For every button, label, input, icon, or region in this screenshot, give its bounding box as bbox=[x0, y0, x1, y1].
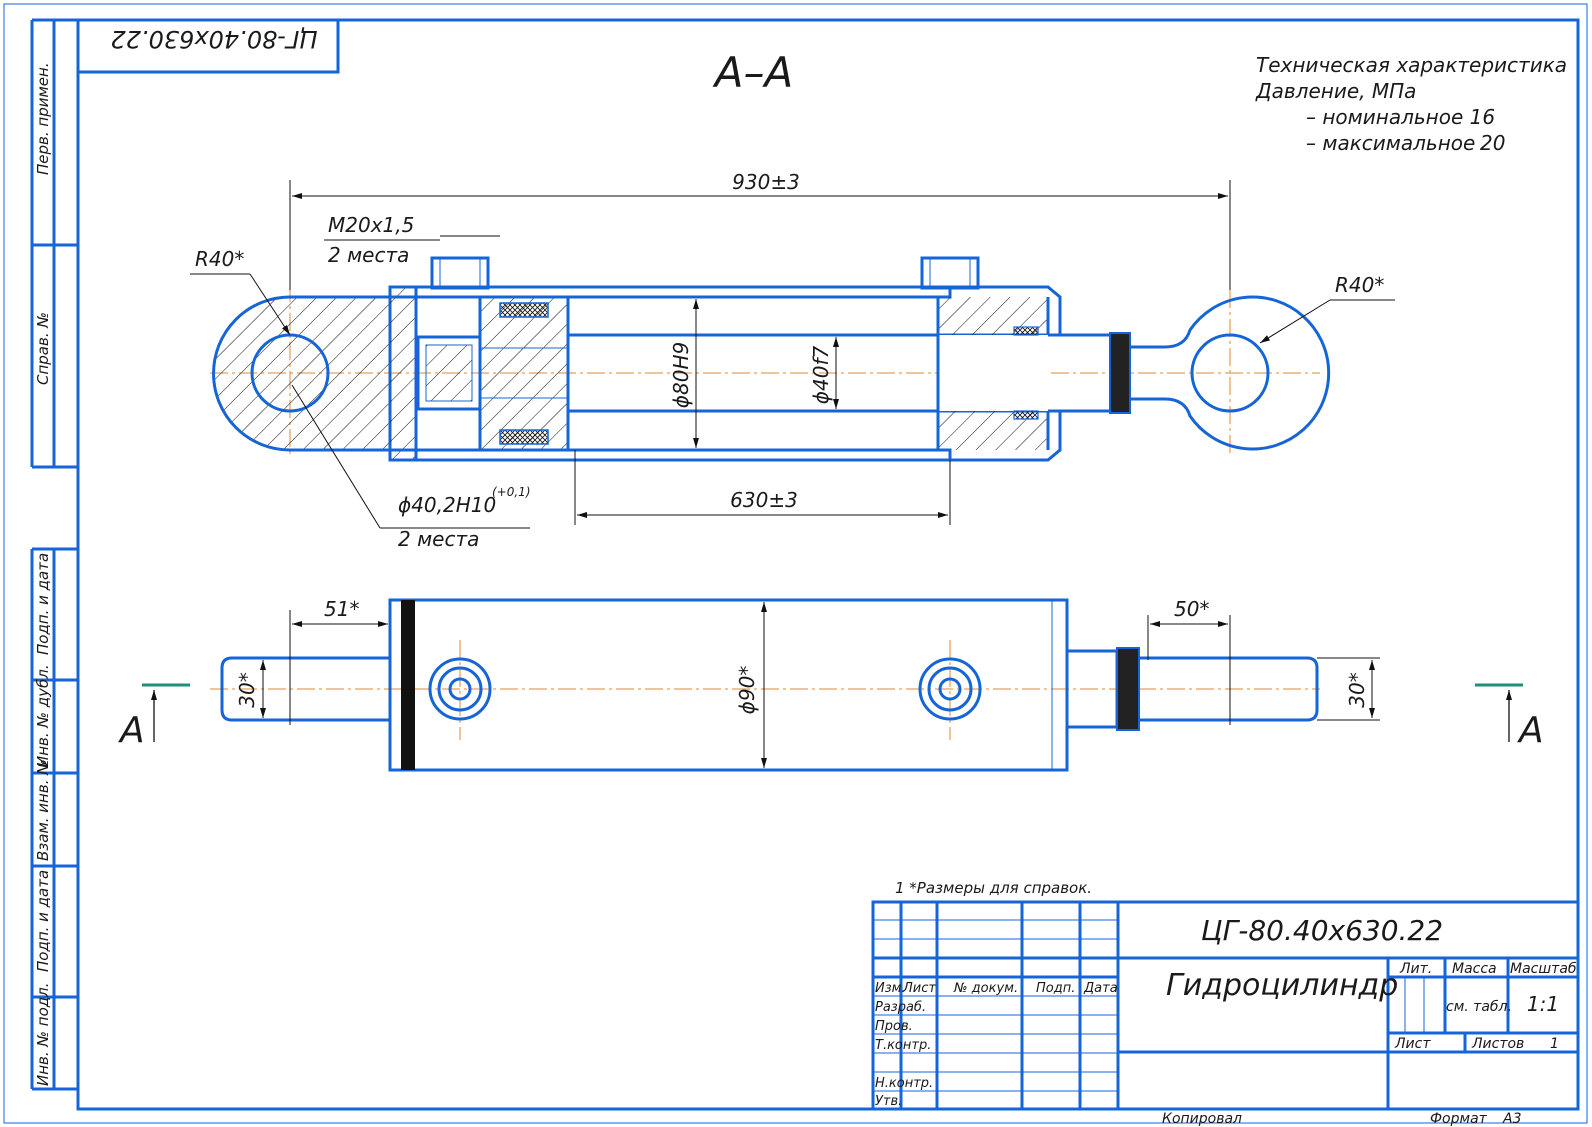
header-stamp: ЦГ-80.40х630.22 bbox=[110, 25, 318, 53]
plan-view bbox=[210, 598, 1320, 772]
side-label-vzam-inv: Взам. инв. № bbox=[34, 759, 52, 861]
section-mark-right-graphic bbox=[1475, 683, 1523, 742]
dim-eye-left-radius: R40* bbox=[195, 247, 244, 271]
tb-lit: Лит. bbox=[1399, 961, 1432, 977]
tb-massa: Масса bbox=[1452, 961, 1497, 977]
tb-row-utv: Утв. bbox=[875, 1094, 902, 1109]
tech-title: Техническая характеристика bbox=[1256, 53, 1567, 77]
side-label-podp-data-1: Подп. и дата bbox=[34, 553, 52, 655]
dim-rod: ϕ40f7 bbox=[809, 346, 833, 405]
section-mark-left-graphic bbox=[142, 683, 190, 742]
dim-right-width: 30* bbox=[1345, 672, 1369, 707]
tech-maximal-value: 20 bbox=[1480, 131, 1505, 155]
dim-eye-right-radius: R40* bbox=[1335, 273, 1384, 297]
side-label-inv-podl: Инв. № подл. bbox=[34, 983, 52, 1086]
tb-masshtab: Масштаб bbox=[1510, 961, 1577, 977]
tb-listov-value: 1 bbox=[1550, 1036, 1559, 1052]
dim-bore-hole-tol: (+0,1) bbox=[492, 485, 531, 499]
tb-name: Гидроцилиндр bbox=[1166, 968, 1398, 1003]
tb-row-nkontr: Н.контр. bbox=[875, 1076, 933, 1091]
tb-format-label: Формат bbox=[1430, 1111, 1488, 1127]
dim-thread-count: 2 места bbox=[328, 243, 409, 267]
tb-col-doc: № докум. bbox=[953, 981, 1018, 996]
side-label-perv-primen: Перв. примен. bbox=[34, 62, 52, 175]
dim-total-length: 930±3 bbox=[732, 170, 800, 194]
tb-col-data: Дата bbox=[1083, 981, 1118, 996]
section-mark-right: А bbox=[1517, 710, 1544, 751]
tb-designation: ЦГ-80.40х630.22 bbox=[1201, 914, 1443, 947]
tb-row-razrab: Разраб. bbox=[875, 1000, 926, 1015]
dim-bore-hole-count: 2 места bbox=[398, 527, 479, 551]
plan-dimensions: 51* 50* 30* 30* ϕ90* bbox=[235, 597, 1380, 768]
tech-maximal-label: – максимальное bbox=[1306, 131, 1475, 155]
tb-row-prov: Пров. bbox=[875, 1019, 913, 1034]
dim-thread: М20х1,5 bbox=[328, 213, 414, 237]
tb-row-tkontr: Т.контр. bbox=[875, 1038, 931, 1053]
side-label-podp-data-2: Подп. и дата bbox=[34, 870, 52, 972]
tb-format-value: А3 bbox=[1502, 1111, 1521, 1127]
section-dimensions: 930±3 630±3 ϕ80Н9 ϕ40f7 М20х1,5 2 места … bbox=[190, 170, 1395, 551]
dim-outer-dia: ϕ90* bbox=[735, 666, 759, 715]
title-block bbox=[871, 900, 1580, 1111]
dim-left-offset: 51* bbox=[324, 597, 359, 621]
sheet-frame bbox=[3, 3, 1588, 1124]
tb-massa-value: см. табл. bbox=[1446, 999, 1512, 1015]
tb-col-list: Лист bbox=[902, 981, 936, 996]
dim-right-offset: 50* bbox=[1174, 597, 1209, 621]
dim-stroke: 630±3 bbox=[730, 488, 798, 512]
tb-scale-value: 1:1 bbox=[1527, 992, 1559, 1016]
tb-list-label: Лист bbox=[1394, 1036, 1431, 1052]
note-reference-dims: 1 *Размеры для справок. bbox=[895, 879, 1092, 897]
tb-kopiroval: Копировал bbox=[1162, 1111, 1242, 1127]
section-title: А–А bbox=[712, 48, 793, 97]
dim-bore-hole: ϕ40,2Н10 bbox=[398, 493, 496, 517]
tb-listov-label: Листов bbox=[1471, 1036, 1524, 1052]
tech-nominal: – номинальное 16 bbox=[1306, 105, 1495, 129]
tech-pressure: Давление, МПа bbox=[1255, 79, 1416, 103]
side-label-inv-dubl: Инв. № дубл. bbox=[34, 664, 52, 767]
section-view bbox=[210, 255, 1331, 462]
tb-col-podp: Подп. bbox=[1036, 981, 1075, 996]
side-label-sprav-no: Справ. № bbox=[34, 312, 52, 385]
section-mark-left: А bbox=[118, 710, 145, 751]
dim-left-width: 30* bbox=[235, 672, 259, 707]
dim-bore: ϕ80Н9 bbox=[669, 342, 693, 408]
tb-col-izm: Изм. bbox=[875, 981, 906, 996]
